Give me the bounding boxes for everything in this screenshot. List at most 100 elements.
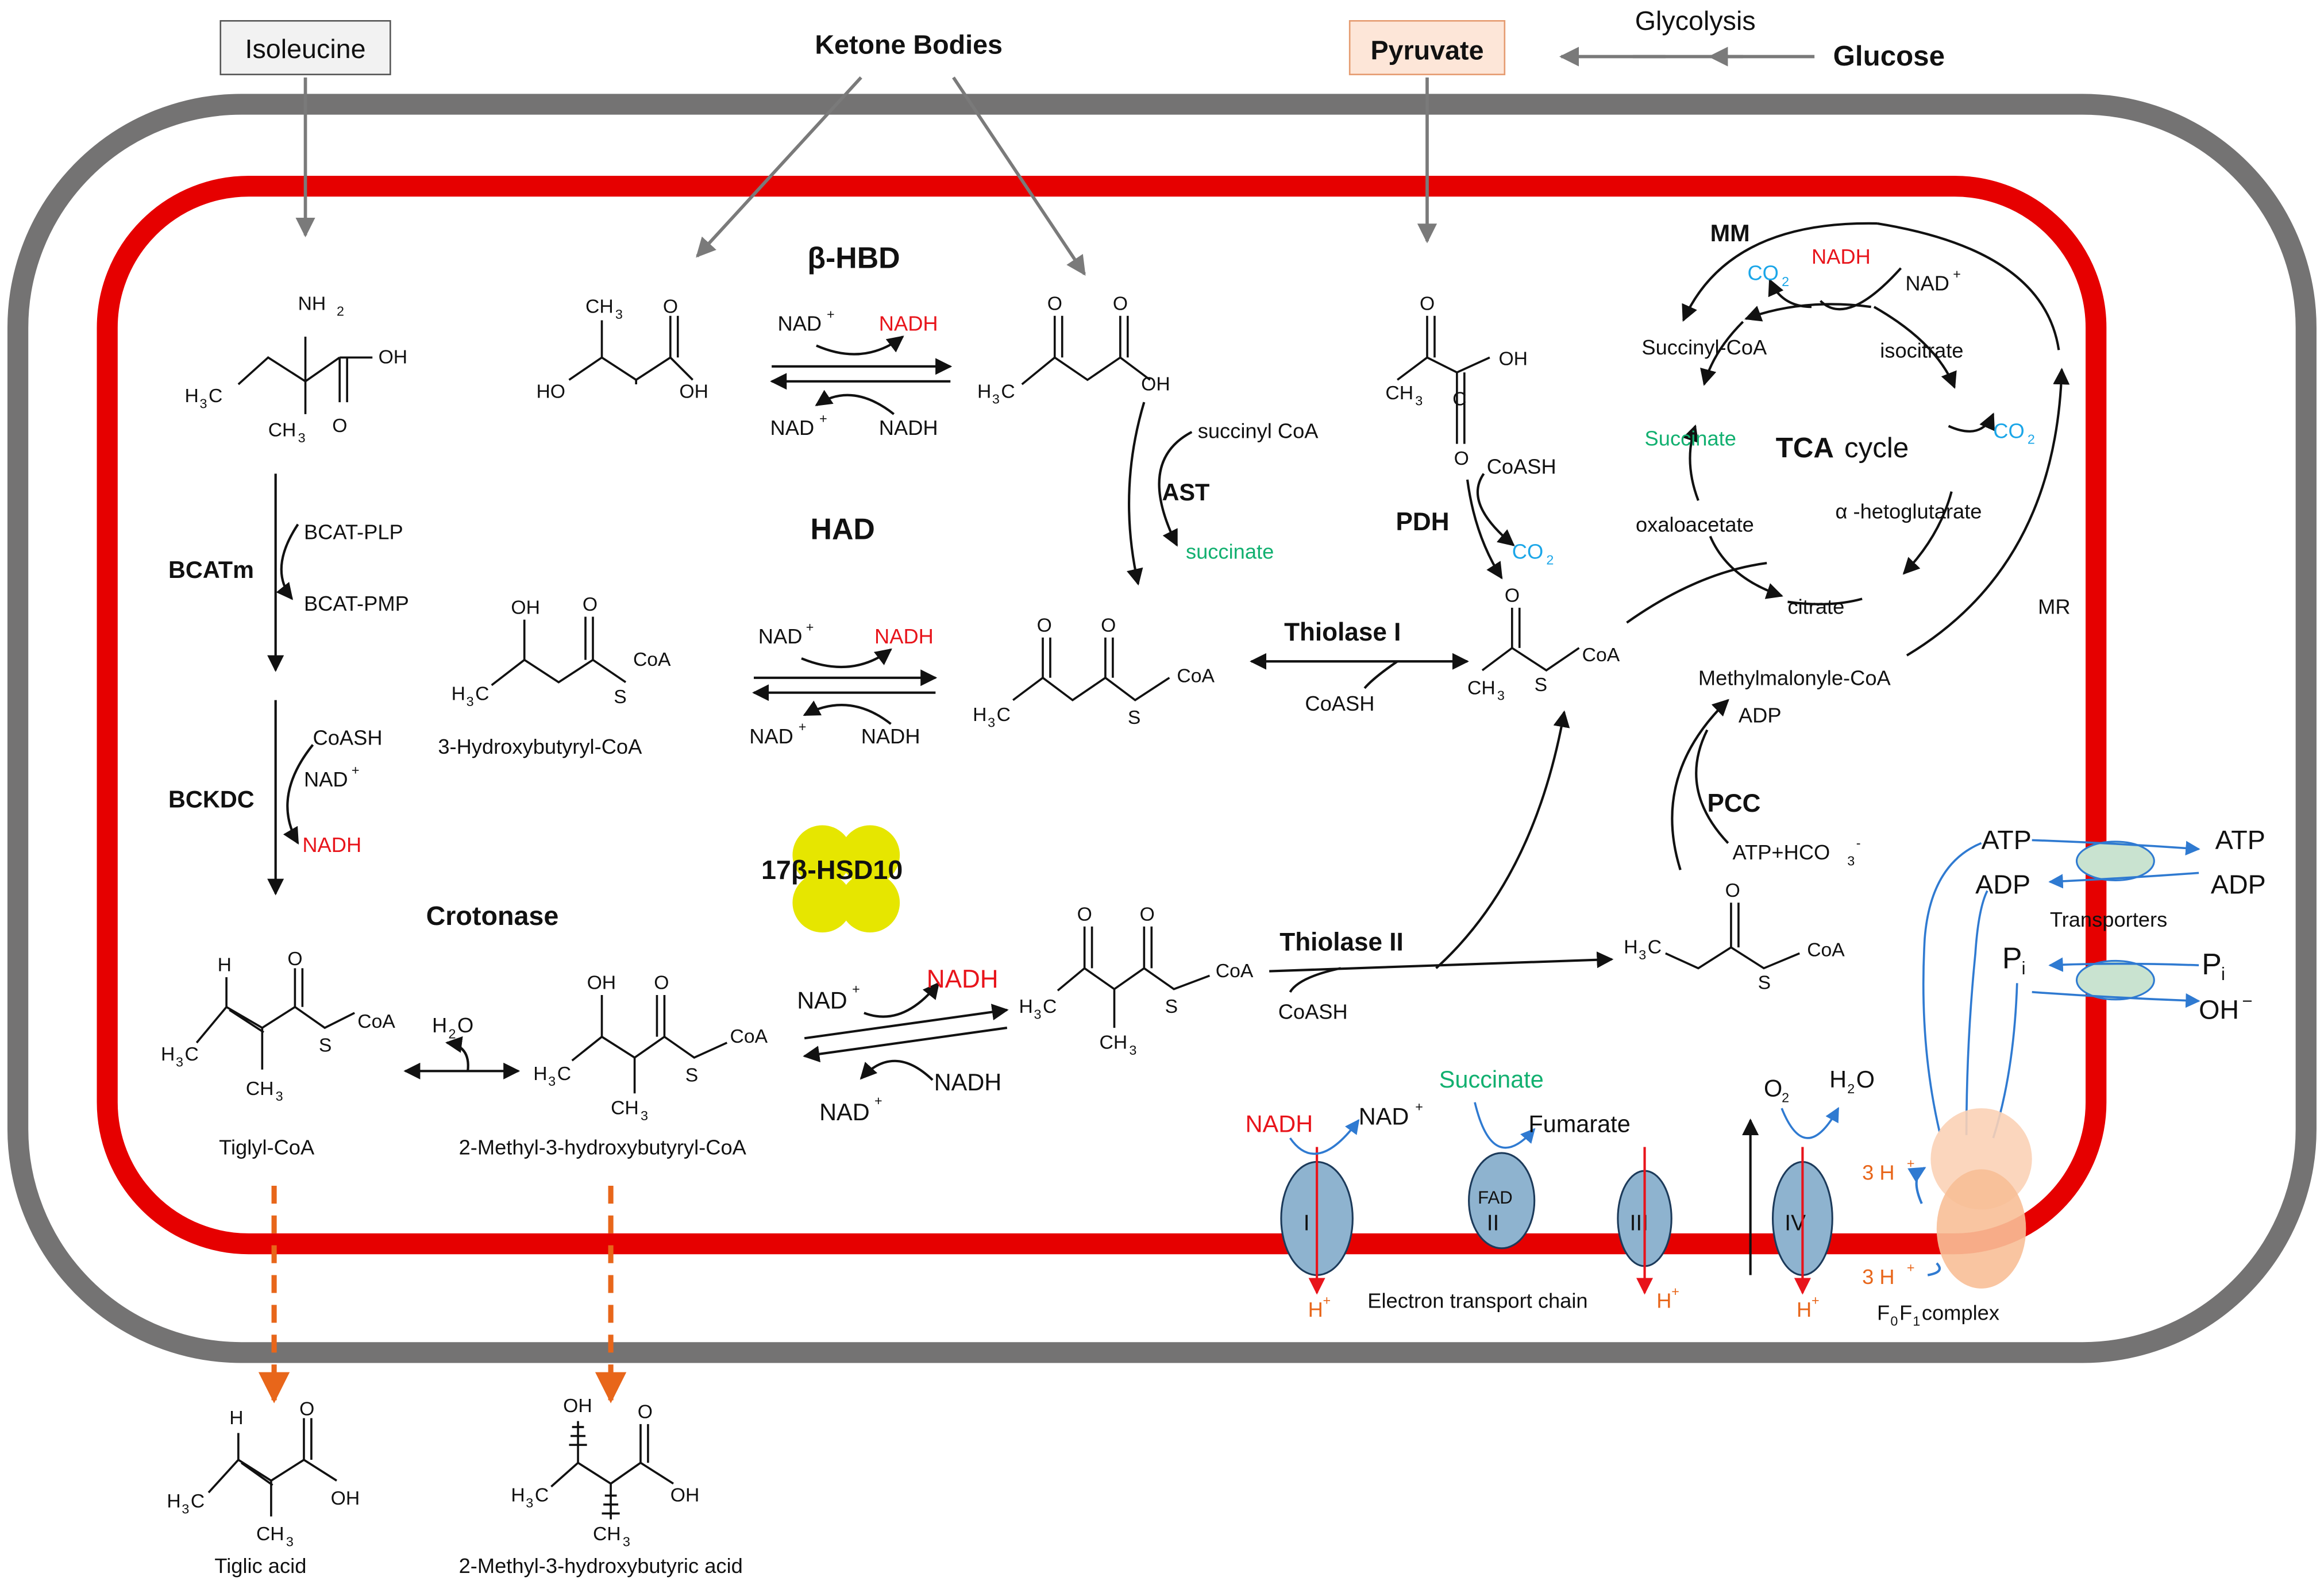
svg-text:F: F (1899, 1301, 1912, 1324)
svg-text:S: S (685, 1064, 698, 1086)
svg-text:CH: CH (256, 1523, 284, 1545)
svg-text:C: C (475, 683, 489, 705)
had-cofactor-arc-bottom (803, 700, 892, 725)
pdh-co2: CO (1512, 539, 1543, 563)
hsd10-enzyme (792, 825, 900, 933)
svg-text:1: 1 (1913, 1314, 1920, 1329)
svg-text:2: 2 (1782, 274, 1789, 289)
svg-text:CoA: CoA (1216, 960, 1254, 982)
hsd10-nadh-top: NADH (927, 965, 999, 993)
svg-text:3: 3 (623, 1534, 630, 1549)
svg-text:CoA: CoA (357, 1011, 395, 1032)
crotonase-h2o: H (432, 1013, 447, 1037)
tca-succinate: Succinate (1645, 426, 1736, 450)
svg-text:H: H (973, 704, 986, 726)
thiolase1-coash: CoASH (1305, 692, 1374, 715)
svg-text:CH: CH (611, 1097, 639, 1119)
bcat-plp-label: BCAT-PLP (304, 520, 403, 544)
svg-text:3: 3 (467, 694, 474, 709)
svg-text:O: O (654, 972, 669, 994)
bckdc-nadh: NADH (302, 833, 361, 857)
svg-text:C: C (191, 1490, 205, 1512)
hsd10-cofactor-arc-bottom (860, 1059, 934, 1081)
svg-text:3: 3 (615, 307, 623, 322)
svg-text:+: + (1671, 1284, 1679, 1299)
tca-title: TCA (1776, 432, 1834, 464)
tca-alpha-kg: α -hetoglutarate (1835, 499, 1982, 523)
bcatm-label: BCATm (168, 556, 254, 583)
tca-oxaloacetate: oxaloacetate (1636, 513, 1754, 537)
pdh-label: PDH (1396, 508, 1450, 536)
bhbd-label: β-HBD (807, 241, 900, 275)
svg-text:3: 3 (1129, 1043, 1136, 1058)
tiglic-acid-label: Tiglic acid (214, 1554, 306, 1578)
svg-text:C: C (185, 1043, 199, 1065)
pdh-coash: CoASH (1487, 455, 1556, 479)
svg-text:+: + (799, 719, 807, 734)
hsd10-cofactor-arc-top (864, 982, 940, 1018)
pcc-atp-hco3: ATP+HCO (1733, 840, 1830, 864)
oh-export-arrow (2032, 991, 2200, 1008)
methylmalonyl-coa-label: Methylmalonyle-CoA (1698, 666, 1891, 690)
thiolase2-label: Thiolase II (1279, 928, 1403, 956)
svg-text:C: C (1043, 996, 1057, 1017)
svg-text:OH: OH (511, 596, 540, 618)
had-label: HAD (811, 512, 875, 546)
mr-arc-top (1876, 222, 2060, 350)
atp-outside: ATP (2215, 825, 2265, 855)
svg-text:O: O (287, 948, 302, 970)
hsd10-nad-top: NAD (797, 986, 847, 1013)
f0f1-label: F (1877, 1301, 1890, 1324)
pdh-cofactor-arrow (1476, 473, 1515, 546)
svg-text:CoA: CoA (730, 1025, 768, 1047)
svg-text:H: H (185, 385, 199, 407)
complex-1-label: I (1304, 1211, 1310, 1236)
atp-synthase-loop-outer (1922, 842, 1982, 1133)
svg-text:OH: OH (1498, 348, 1528, 369)
outer-membrane (7, 94, 2317, 1363)
svg-text:0: 0 (1890, 1314, 1898, 1329)
tca-citrate: citrate (1787, 595, 1844, 618)
svg-text:H: H (218, 954, 232, 976)
transporters-label: Transporters (2050, 908, 2167, 931)
mr-arc-right (1906, 368, 2070, 657)
svg-text:O: O (1077, 903, 1092, 925)
pi-inside: P (2002, 941, 2022, 974)
pcc-label: PCC (1707, 789, 1760, 818)
svg-text:CH: CH (1385, 382, 1413, 404)
svg-text:CoA: CoA (1807, 939, 1845, 961)
svg-text:+: + (1415, 1099, 1423, 1114)
svg-text:+: + (1953, 267, 1961, 282)
tca-isocitrate: isocitrate (1880, 338, 1963, 362)
glycolysis-label: Glycolysis (1635, 6, 1756, 36)
f0f1-complex (1930, 1108, 2032, 1289)
svg-text:+: + (1907, 1156, 1915, 1171)
complex-4-o2-arrow (1780, 1106, 1840, 1139)
bckdc-cofactor-arrow (283, 744, 314, 845)
pyruvate-label: Pyruvate (1370, 36, 1483, 65)
tca-co2-top: CO (1747, 261, 1778, 284)
svg-text:O: O (1725, 880, 1740, 901)
f0f1-proton-in-arrow (1907, 1167, 1926, 1204)
svg-text:S: S (319, 1035, 332, 1056)
svg-text:S: S (1128, 707, 1140, 728)
svg-text:O: O (1454, 448, 1469, 469)
svg-text:3: 3 (548, 1074, 556, 1089)
svg-text:O: O (663, 296, 678, 318)
svg-text:OH: OH (379, 346, 408, 368)
inner-membrane (97, 175, 2107, 1255)
svg-text:3: 3 (992, 392, 1000, 407)
isoleucine-box (219, 20, 391, 75)
pcc-arrow (1671, 699, 1729, 870)
bhbd-nadh-bottom: NADH (879, 416, 938, 439)
etc-nad: NAD (1359, 1103, 1409, 1130)
had-nadh-top: NADH (874, 624, 934, 648)
mm-label: MM (1710, 219, 1750, 246)
svg-text:CH: CH (1467, 677, 1496, 699)
svg-text:3: 3 (176, 1055, 183, 1070)
bhbd-nad-top: NAD (777, 312, 822, 336)
